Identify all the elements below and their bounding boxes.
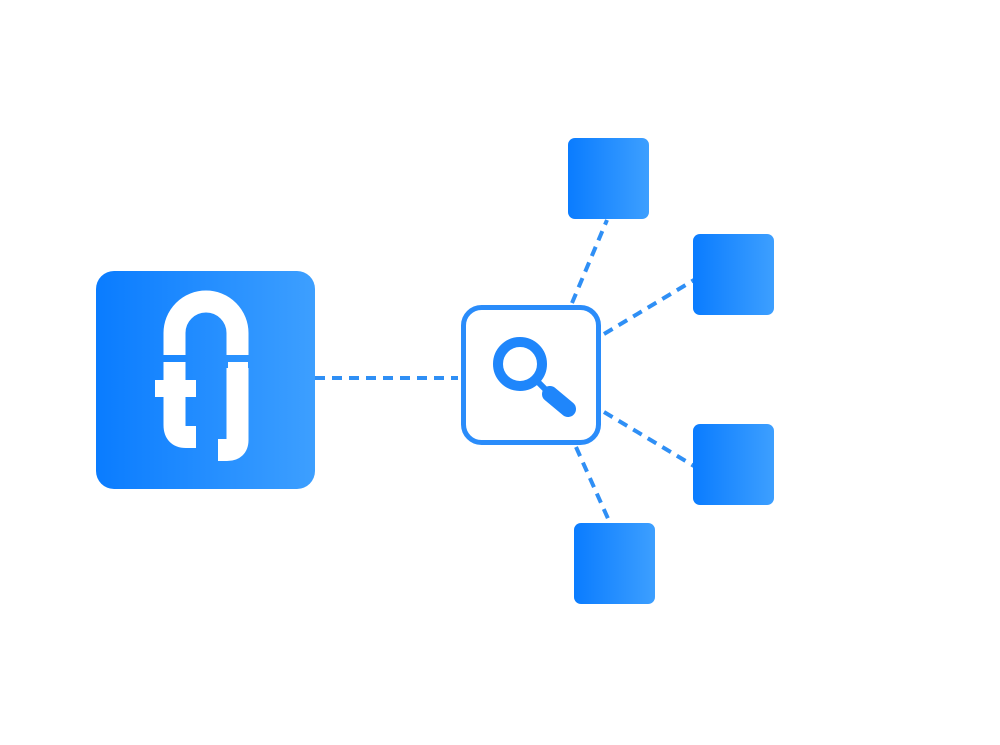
search-hub: [461, 305, 601, 445]
node-2: [693, 234, 774, 315]
logo: [96, 271, 315, 489]
logo-tj-mark: [163, 290, 249, 461]
node-3: [693, 424, 774, 505]
connector-hub-node-3: [602, 410, 696, 468]
connector-hub-node-4: [574, 446, 612, 524]
search-icon: [493, 337, 576, 417]
node-4: [574, 523, 655, 604]
connectors: [315, 219, 696, 524]
connector-hub-node-2: [602, 278, 696, 336]
node-1: [568, 138, 649, 219]
connector-hub-node-1: [570, 219, 609, 304]
